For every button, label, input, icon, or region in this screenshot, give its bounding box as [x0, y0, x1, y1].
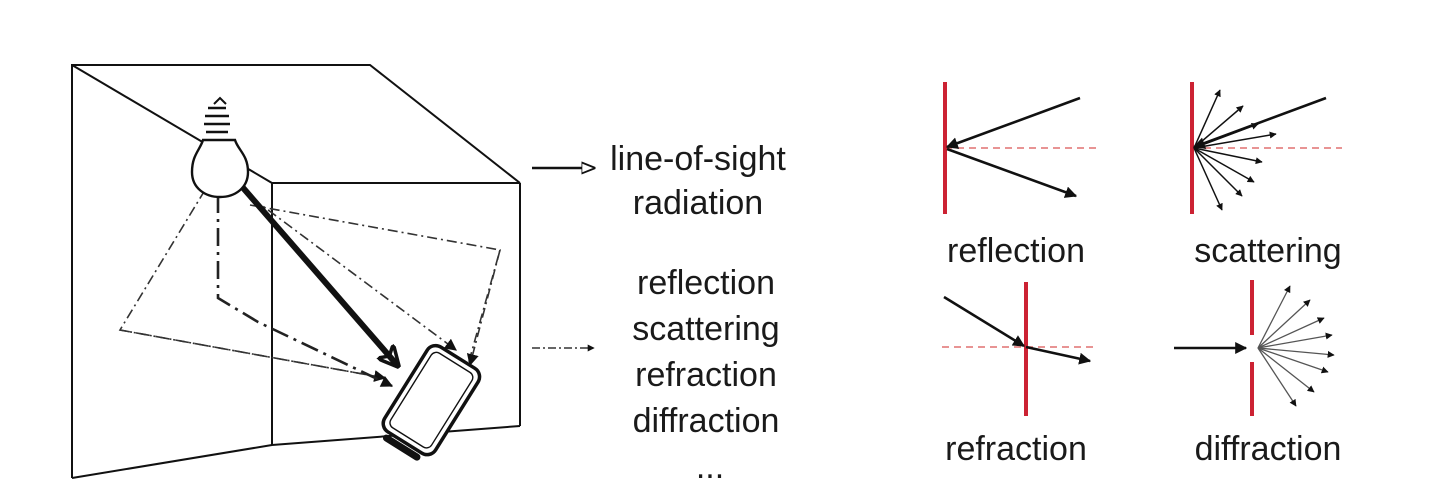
- refraction-incident-ray: [943, 295, 1026, 348]
- diffraction-panel: diffraction: [1174, 280, 1341, 468]
- legend-mechanism-4: diffraction: [633, 402, 780, 440]
- phone-icon: [381, 343, 482, 461]
- scattered-rays: [1193, 89, 1277, 211]
- legend-mechanism-1: reflection: [637, 264, 775, 302]
- reflected-paths: [118, 189, 502, 382]
- diffracted-rays: [1257, 285, 1335, 407]
- reflection-reflected-ray: [946, 147, 1078, 198]
- light-bulb-icon: [190, 96, 250, 199]
- legend-mechanism-2: scattering: [632, 310, 779, 348]
- refraction-label: refraction: [945, 430, 1087, 468]
- refraction-refracted-ray: [1025, 345, 1092, 365]
- legend-mechanism-3: refraction: [635, 356, 777, 394]
- diffraction-label: diffraction: [1195, 430, 1342, 468]
- reflection-panel: reflection: [943, 82, 1098, 270]
- legend-los-line1: line-of-sight: [610, 140, 786, 178]
- line-of-sight-arrow: [235, 180, 398, 366]
- legend: line-of-sight radiation reflection scatt…: [532, 140, 786, 486]
- reflection-label: reflection: [947, 232, 1085, 270]
- scattering-incident-ray: [1192, 96, 1327, 149]
- scattering-panel: scattering: [1190, 82, 1342, 270]
- room-walls: [71, 64, 521, 479]
- legend-los-line2: radiation: [633, 184, 763, 222]
- legend-ellipsis: ...: [696, 448, 724, 486]
- reflected-path-long-dash: [216, 195, 394, 388]
- scattering-label: scattering: [1194, 232, 1341, 270]
- refraction-panel: refraction: [942, 282, 1098, 468]
- reflection-incident-ray: [945, 96, 1081, 149]
- room-illustration: [71, 64, 521, 479]
